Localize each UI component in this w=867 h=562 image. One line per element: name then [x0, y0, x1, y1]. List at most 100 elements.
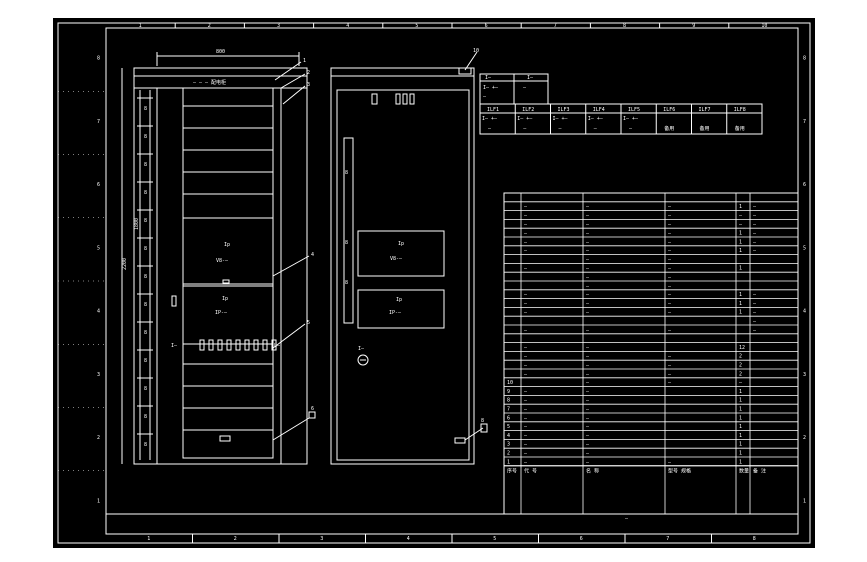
parts-cell: — — [668, 222, 672, 228]
parts-header-cell: 名 称 — [586, 468, 599, 475]
parts-cell: 3 — [507, 442, 510, 448]
side-meter-circle — [357, 354, 369, 366]
side-panel-2 — [357, 289, 445, 329]
parts-cell: — — [524, 407, 528, 413]
parts-cell: 2 — [507, 451, 510, 457]
parts-cell: — — [524, 451, 528, 457]
front-side-dim-label: 8 — [144, 414, 147, 420]
parts-cell: 6 — [507, 415, 510, 421]
parts-cell: 1 — [739, 389, 742, 395]
side-callout-top: 10 — [473, 48, 479, 54]
parts-cell: — — [586, 433, 590, 439]
parts-cell: — — [668, 327, 672, 333]
side-meter-3 — [402, 93, 408, 105]
frame-top-label: 10 — [761, 23, 767, 29]
frame-left-label: 4 — [97, 309, 100, 315]
circuit-use-cell: 备用 — [664, 125, 674, 132]
circuit-spec-cell: I— +— — [588, 116, 604, 122]
frame-top-label: 7 — [554, 23, 557, 29]
side-view-text: 10 Ip V8-— Ip IP-— I— 8 8 8 8 — [345, 48, 484, 424]
frame-top-label: 6 — [485, 23, 488, 29]
circuit-header-cell: ILF7 — [699, 107, 711, 113]
frame-bottom-label: 3 — [320, 536, 323, 542]
circuit-header-cell: ILF2 — [522, 107, 534, 113]
parts-cell: 10 — [507, 380, 513, 386]
callout-leader-4 — [272, 255, 310, 277]
breaker-icon — [253, 339, 259, 351]
front-title-label: — — — 配电柜 — [193, 79, 226, 86]
parts-cell: 5 — [507, 424, 510, 430]
breaker-icon — [262, 339, 268, 351]
frame-bottom-label: 4 — [407, 536, 410, 542]
front-view — [121, 52, 316, 465]
side-top-box — [458, 67, 472, 75]
parts-cell: — — [586, 266, 590, 272]
circuit-header-cell: ILF4 — [593, 107, 605, 113]
parts-cell: — — [753, 222, 757, 228]
parts-cell: 1 — [739, 239, 742, 245]
parts-cell: — — [524, 292, 528, 298]
parts-cell: — — [668, 213, 672, 219]
front-side-dim-label: 8 — [144, 442, 147, 448]
frame-right-label: 5 — [803, 245, 806, 251]
circuit-row-a-2: — — [523, 85, 527, 91]
side-panel-2-value: IP-— — [389, 310, 402, 316]
parts-cell: — — [586, 239, 590, 245]
parts-cell: — — [753, 231, 757, 237]
front-left-tag: I— — [171, 343, 178, 349]
front-side-dim-label: 8 — [144, 274, 147, 280]
parts-cell: 1 — [739, 231, 742, 237]
breaker-icon — [271, 339, 277, 351]
parts-cell: — — [586, 389, 590, 395]
front-side-dim-label: 8 — [144, 106, 147, 112]
parts-cell: — — [524, 389, 528, 395]
parts-cell: — — [586, 354, 590, 360]
parts-list-frame — [503, 192, 799, 515]
side-panel-1 — [357, 230, 445, 277]
front-panel-1-label: Ip — [224, 242, 230, 248]
parts-cell: — — [668, 266, 672, 272]
side-callout-leader-bottom — [464, 427, 484, 441]
parts-cell: 7 — [507, 407, 510, 413]
parts-cell: — — [586, 283, 590, 289]
parts-cell: 1 — [739, 292, 742, 298]
parts-cell: — — [668, 292, 672, 298]
circuit-spec-cell: I— +— — [623, 116, 639, 122]
parts-cell: — — [586, 257, 590, 263]
parts-cell: — — [753, 301, 757, 307]
parts-cell: — — [586, 345, 590, 351]
parts-cell: — — [753, 319, 757, 325]
parts-cell: — — [586, 363, 590, 369]
parts-cell: — — [586, 415, 590, 421]
front-side-dim-label: 8 — [144, 190, 147, 196]
circuit-spec-cell: I— +— — [517, 116, 533, 122]
parts-cell: — — [586, 371, 590, 377]
parts-cell: — — [753, 213, 757, 219]
parts-cell: — — [753, 292, 757, 298]
frame-bottom-label: 6 — [580, 536, 583, 542]
parts-cell: — — [586, 424, 590, 430]
circuit-top-2: I— — [527, 75, 534, 81]
parts-cell: — — [753, 204, 757, 210]
circuit-row-b-1: — — [483, 94, 487, 100]
parts-cell: — — [586, 292, 590, 298]
frame-bottom-label: 1 — [147, 536, 150, 542]
front-panel-2 — [182, 285, 274, 345]
frame-left-label: 8 — [97, 56, 100, 62]
callout-6: 6 — [311, 406, 314, 412]
parts-cell: 1 — [739, 451, 742, 457]
callout-leader-6 — [272, 417, 310, 441]
front-side-dim-label: 8 — [144, 386, 147, 392]
frame-top-label: 8 — [623, 23, 626, 29]
parts-cell: — — [668, 310, 672, 316]
callout-box-6 — [308, 411, 316, 419]
frame-right-label: 7 — [803, 119, 806, 125]
circuit-use-cell: — — [488, 126, 492, 132]
parts-cell: — — [524, 345, 528, 351]
breaker-icon — [244, 339, 250, 351]
parts-cell: — — [524, 301, 528, 307]
side-view — [330, 51, 488, 465]
front-side-dim-label: 8 — [144, 246, 147, 252]
parts-cell: — — [739, 213, 743, 219]
circuit-use-cell: — — [523, 126, 527, 132]
